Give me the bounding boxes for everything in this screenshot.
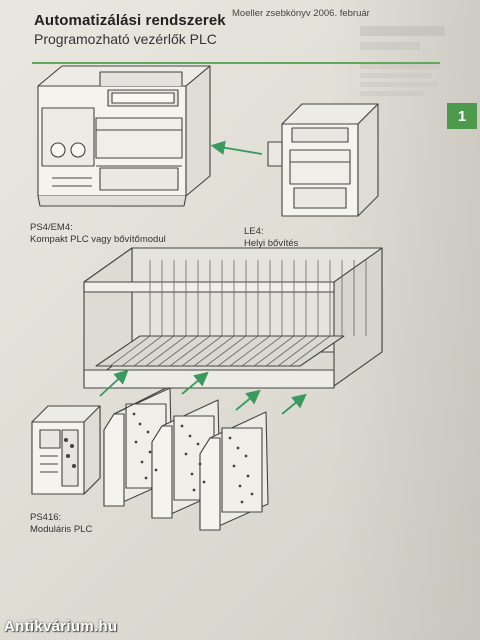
label-compact-model: PS4/EM4:: [30, 222, 73, 233]
arrow-local-to-compact: [210, 140, 263, 155]
label-compact: PS4/EM4: Kompakt PLC vagy bővítőmodul: [30, 222, 166, 246]
bleed-through-text: [360, 26, 450, 96]
watermark: Antikvárium.hu: [4, 618, 118, 635]
rack-slot-guides: [109, 260, 367, 367]
label-modular-description: Moduláris PLC: [30, 524, 93, 535]
compact-plc-drawing: [37, 65, 211, 207]
page-title: Automatizálási rendszerek: [34, 12, 226, 29]
local-extension-drawing: [267, 103, 379, 217]
rack-drawing: [83, 247, 383, 389]
label-modular: PS416: Moduláris PLC: [30, 512, 92, 536]
label-local-model: LE4:: [244, 226, 264, 237]
page-subtitle: Programozható vezérlők PLC: [34, 31, 217, 47]
insert-arrows: [99, 369, 307, 415]
label-local-description: Helyi bővítés: [244, 238, 299, 249]
label-compact-description: Kompakt PLC vagy bővítőmodul: [30, 234, 166, 245]
plc-modules: [31, 387, 269, 531]
module-terminals: [132, 412, 254, 504]
header-rule: [32, 62, 440, 64]
label-local: LE4: Helyi bővítés: [244, 226, 298, 250]
chapter-tab: 1: [447, 103, 477, 129]
running-header: Moeller zsebkönyv 2006. február: [232, 8, 370, 19]
label-modular-model: PS416:: [30, 512, 62, 523]
